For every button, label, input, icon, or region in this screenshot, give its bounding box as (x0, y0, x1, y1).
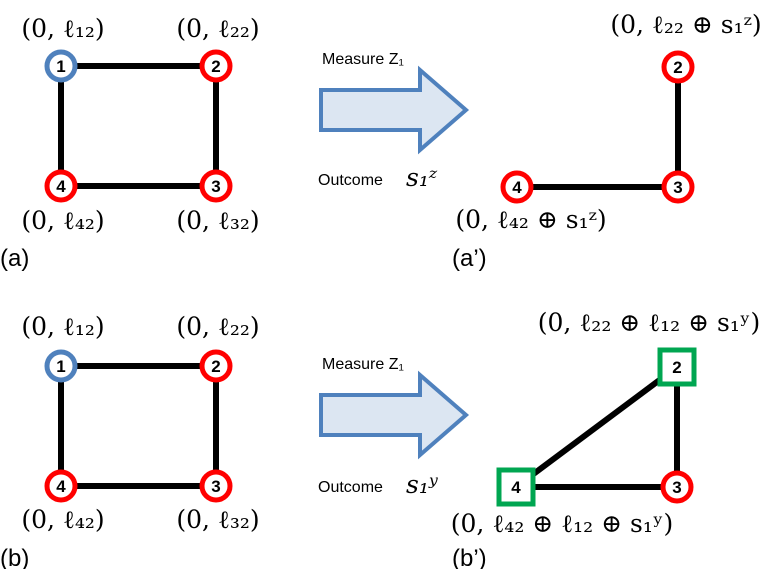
arrow-b: Measure Z₁ Outcome s₁ʸ (318, 356, 470, 499)
node-1-number: 1 (56, 57, 65, 76)
panel-b-prime: 2 3 4 (0, ℓ₂₂ ⊕ ℓ₁₂ ⊕ s₁ʸ) (0, ℓ₄₂ ⊕ ℓ₁₂… (451, 308, 760, 569)
node-4: 4 (500, 170, 534, 204)
panel-a: 1 2 3 4 (0, ℓ₁₂) (0, ℓ₂₂) (0, ℓ₄₂) (0, ℓ… (0, 14, 260, 272)
edge-2-4-prime-b (514, 364, 679, 490)
node-2-number: 2 (211, 357, 220, 376)
node-1: 1 (44, 49, 78, 83)
panel-a-prime-label: (a’) (452, 245, 487, 272)
node-3: 3 (660, 470, 694, 504)
arrow-a: Measure Z₁ Outcome s₁ᶻ (318, 51, 470, 192)
node-2-label: (0, ℓ₂₂ ⊕ s₁ᶻ) (610, 10, 761, 39)
node-1-label: (0, ℓ₁₂) (21, 312, 104, 341)
node-4: 4 (44, 169, 78, 203)
node-2: 2 (199, 49, 233, 83)
measure-label-b: Measure Z₁ (322, 356, 404, 373)
node-4-label: (0, ℓ₄₂) (21, 206, 104, 235)
node-4: 4 (44, 469, 78, 503)
node-3-number: 3 (211, 177, 220, 196)
node-2-label: (0, ℓ₂₂ ⊕ ℓ₁₂ ⊕ s₁ʸ) (538, 308, 760, 337)
node-1-label: (0, ℓ₁₂) (21, 14, 104, 43)
node-4-number: 4 (512, 178, 522, 197)
node-3: 3 (199, 469, 233, 503)
node-4-label: (0, ℓ₄₂ ⊕ s₁ᶻ) (455, 205, 606, 234)
node-4: 4 (496, 467, 536, 507)
node-2-label: (0, ℓ₂₂) (176, 312, 259, 341)
panel-a-label: (a) (0, 245, 29, 272)
panel-a-prime: 2 3 4 (0, ℓ₂₂ ⊕ s₁ᶻ) (0, ℓ₄₂ ⊕ s₁ᶻ) (a’) (452, 10, 762, 272)
outcome-symbol-b: s₁ʸ (406, 470, 439, 499)
node-3: 3 (199, 169, 233, 203)
node-4-number: 4 (56, 177, 66, 196)
node-2-number: 2 (673, 58, 682, 77)
node-2-number: 2 (211, 57, 220, 76)
node-1-number: 1 (56, 357, 65, 376)
panel-b-prime-label: (b’) (452, 545, 487, 569)
node-4-number: 4 (511, 478, 521, 497)
measure-label-a: Measure Z₁ (322, 51, 404, 68)
node-2: 2 (657, 347, 697, 387)
node-4-number: 4 (56, 477, 66, 496)
node-1: 1 (44, 349, 78, 383)
node-2-number: 2 (672, 358, 681, 377)
outcome-symbol-a: s₁ᶻ (406, 163, 438, 192)
outcome-label-b: Outcome (318, 479, 383, 496)
node-2: 2 (661, 50, 695, 84)
right-arrow-icon (319, 370, 470, 460)
node-4-label: (0, ℓ₄₂) (21, 505, 104, 534)
node-2: 2 (199, 349, 233, 383)
outcome-label-a: Outcome (318, 172, 383, 189)
node-3-number: 3 (211, 477, 220, 496)
node-4-label: (0, ℓ₄₂ ⊕ ℓ₁₂ ⊕ s₁ʸ) (451, 509, 673, 538)
node-3-label: (0, ℓ₃₂) (176, 206, 259, 235)
panel-b-label: (b) (0, 545, 29, 569)
node-3-number: 3 (672, 478, 681, 497)
panel-b: 1 2 3 4 (0, ℓ₁₂) (0, ℓ₂₂) (0, ℓ₄₂) (0, ℓ… (0, 312, 260, 569)
node-3-number: 3 (673, 178, 682, 197)
node-2-label: (0, ℓ₂₂) (176, 14, 259, 43)
node-3: 3 (661, 170, 695, 204)
node-3-label: (0, ℓ₃₂) (176, 505, 259, 534)
right-arrow-icon (319, 65, 470, 155)
